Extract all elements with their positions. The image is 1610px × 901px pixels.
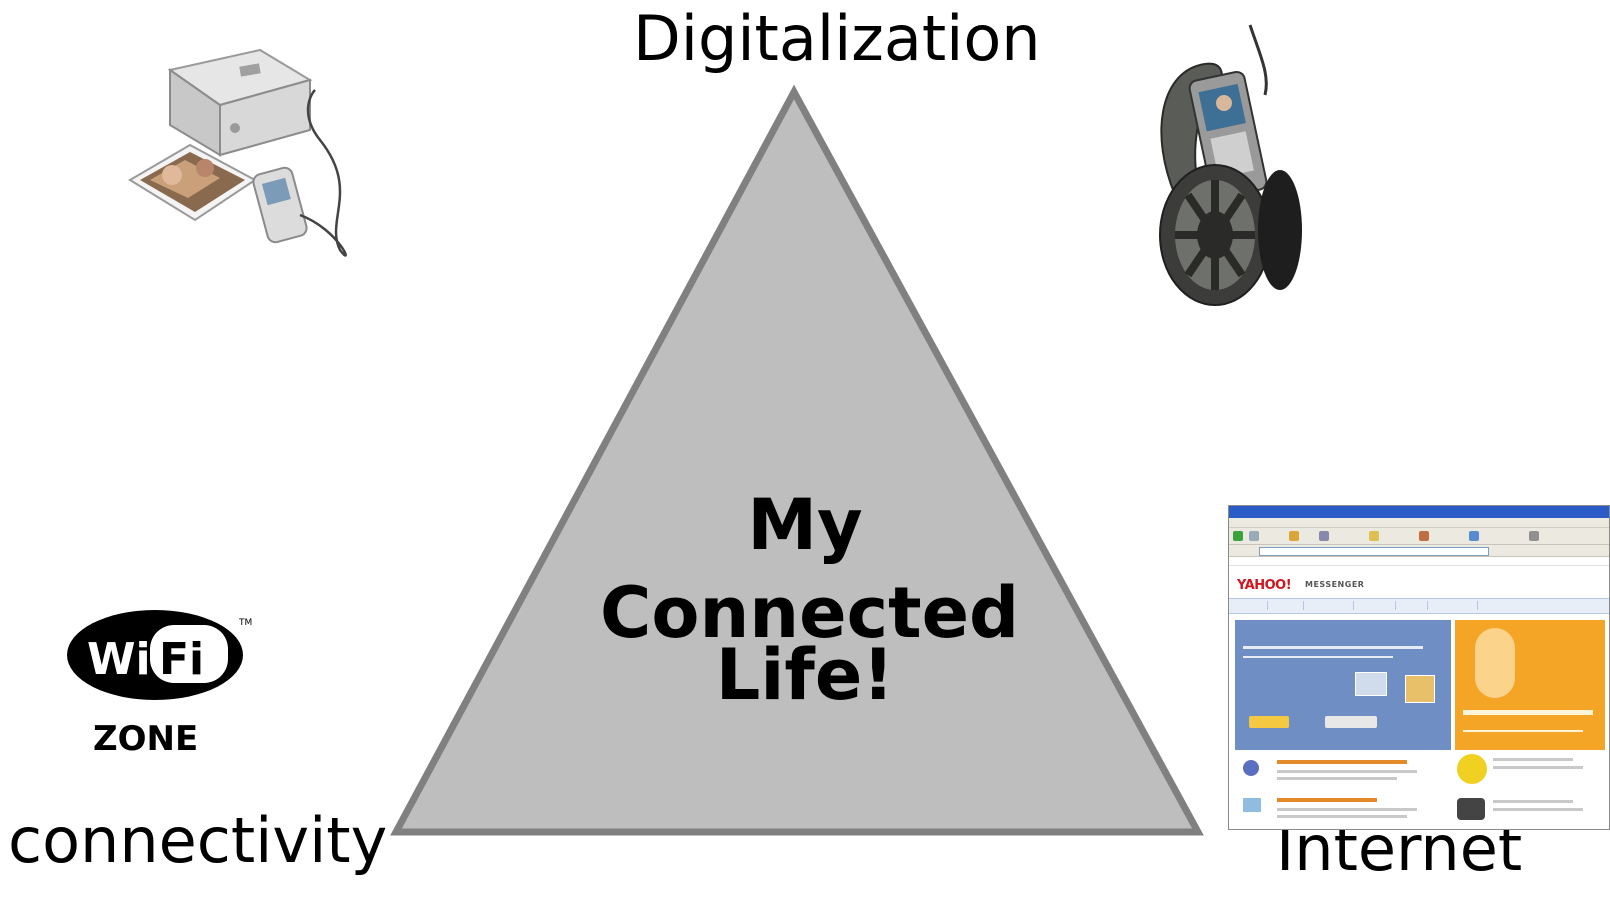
triangle-shape bbox=[390, 84, 1204, 836]
browser-screenshot: YAHOO! MESSENGER bbox=[1228, 505, 1610, 830]
browser-titlebar bbox=[1229, 506, 1609, 518]
headphones-phone-icon bbox=[1159, 24, 1302, 306]
wifi-wi-text: Wi bbox=[87, 634, 151, 685]
label-digitalization: Digitalization bbox=[633, 2, 1041, 75]
browser-address-bar bbox=[1229, 545, 1609, 557]
center-title-line2: Connected bbox=[600, 572, 1020, 654]
yahoo-promo-banner bbox=[1235, 620, 1605, 750]
messenger-wordmark: MESSENGER bbox=[1305, 580, 1365, 589]
label-connectivity: connectivity bbox=[8, 804, 388, 877]
yahoo-header: YAHOO! MESSENGER bbox=[1229, 566, 1609, 598]
promo-orange-panel bbox=[1455, 620, 1605, 750]
wifi-tm-text: TM bbox=[238, 618, 252, 628]
yahoo-tabs bbox=[1229, 598, 1609, 614]
wifi-zone-logo: Wi Fi TM ZONE bbox=[67, 610, 252, 759]
wifi-zone-text: ZONE bbox=[93, 719, 198, 759]
center-title-line3: Life! bbox=[715, 634, 895, 716]
promo-blue-panel bbox=[1235, 620, 1451, 750]
yahoo-logo: YAHOO! bbox=[1237, 578, 1292, 593]
browser-menubar bbox=[1229, 518, 1609, 528]
browser-toolbar bbox=[1229, 528, 1609, 545]
yahoo-feature-list bbox=[1229, 750, 1609, 829]
photo-printer-icon bbox=[128, 48, 347, 257]
center-title-line1: My bbox=[747, 484, 863, 566]
wifi-fi-text: Fi bbox=[159, 634, 204, 685]
browser-links-bar bbox=[1229, 557, 1609, 566]
